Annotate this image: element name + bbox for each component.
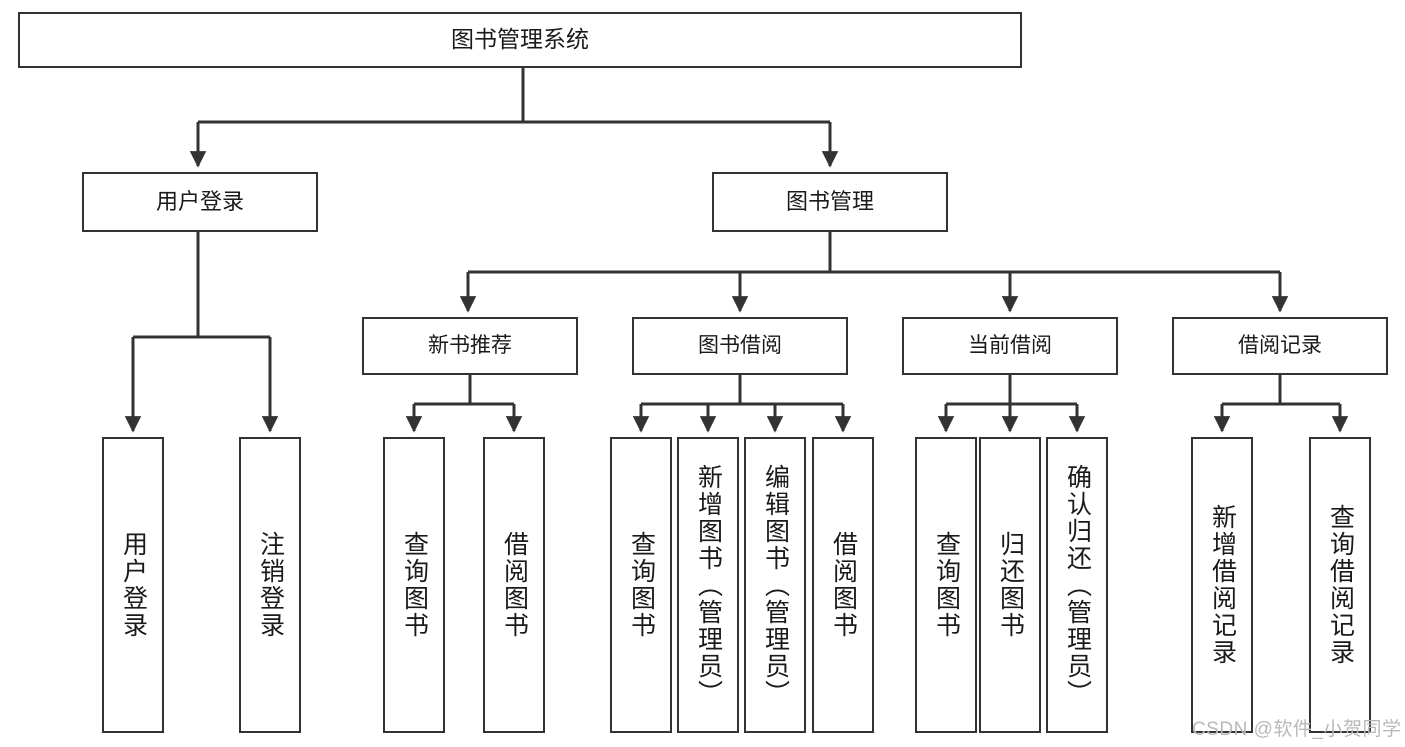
node-label: 编辑图书（管理员） — [761, 463, 790, 707]
leaf-current-borrow-return-book[interactable]: 归还图书 — [979, 437, 1041, 733]
node-user-login[interactable]: 用户登录 — [82, 172, 318, 232]
node-label: 查询借阅记录 — [1326, 504, 1355, 666]
leaf-book-borrow-add-book-admin[interactable]: 新增图书（管理员） — [677, 437, 739, 733]
node-label: 用户登录 — [119, 531, 148, 639]
node-label: 图书管理系统 — [451, 26, 589, 53]
leaf-borrow-record-add-record[interactable]: 新增借阅记录 — [1191, 437, 1253, 733]
node-new-book-recommend[interactable]: 新书推荐 — [362, 317, 578, 375]
leaf-new-book-borrow-book[interactable]: 借阅图书 — [483, 437, 545, 733]
leaf-user-login-logout[interactable]: 注销登录 — [239, 437, 301, 733]
node-label: 借阅图书 — [500, 531, 529, 639]
node-book-borrow[interactable]: 图书借阅 — [632, 317, 848, 375]
leaf-book-borrow-borrow-book[interactable]: 借阅图书 — [812, 437, 874, 733]
node-label: 新增图书（管理员） — [694, 463, 723, 707]
node-label: 查询图书 — [932, 531, 961, 639]
node-label: 归还图书 — [996, 531, 1025, 639]
node-label: 查询图书 — [400, 531, 429, 639]
leaf-book-borrow-query-book[interactable]: 查询图书 — [610, 437, 672, 733]
node-label: 确认归还（管理员） — [1063, 463, 1092, 707]
leaf-book-borrow-edit-book-admin[interactable]: 编辑图书（管理员） — [744, 437, 806, 733]
node-label: 图书管理 — [785, 189, 874, 215]
node-label: 借阅图书 — [829, 531, 858, 639]
node-label: 新书推荐 — [428, 333, 512, 357]
node-label: 新增借阅记录 — [1208, 504, 1237, 666]
node-label: 当前借阅 — [968, 333, 1052, 357]
node-label: 查询图书 — [627, 531, 656, 639]
csdn-watermark: CSDN @软件_小贺同学 — [1192, 719, 1402, 740]
leaf-user-login-login[interactable]: 用户登录 — [102, 437, 164, 733]
node-book-management[interactable]: 图书管理 — [712, 172, 948, 232]
node-borrow-record[interactable]: 借阅记录 — [1172, 317, 1388, 375]
node-label: 注销登录 — [256, 531, 285, 639]
leaf-borrow-record-query-record[interactable]: 查询借阅记录 — [1309, 437, 1371, 733]
node-label: 借阅记录 — [1238, 333, 1322, 357]
leaf-new-book-query-book[interactable]: 查询图书 — [383, 437, 445, 733]
leaf-current-borrow-query-book[interactable]: 查询图书 — [915, 437, 977, 733]
node-label: 图书借阅 — [698, 333, 782, 357]
leaf-current-borrow-confirm-return-admin[interactable]: 确认归还（管理员） — [1046, 437, 1108, 733]
node-label: 用户登录 — [155, 189, 244, 215]
node-root-book-management-system[interactable]: 图书管理系统 — [18, 12, 1022, 68]
node-current-borrow[interactable]: 当前借阅 — [902, 317, 1118, 375]
